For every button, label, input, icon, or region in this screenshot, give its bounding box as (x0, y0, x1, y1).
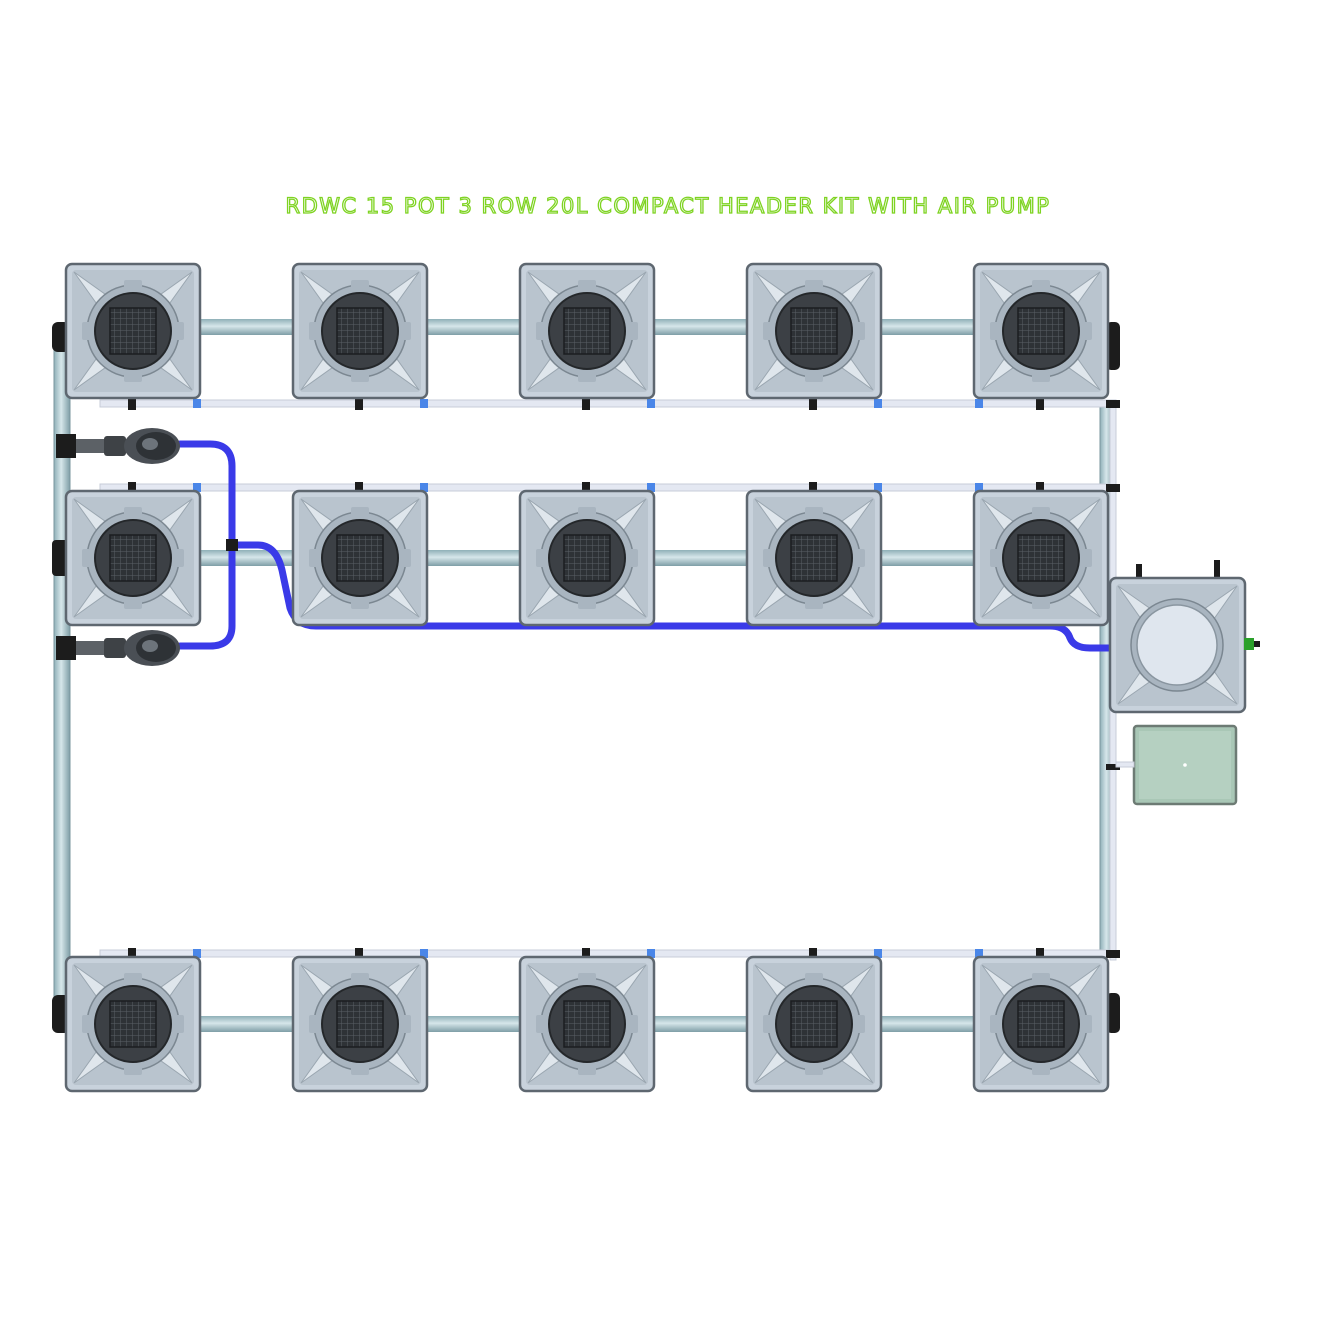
pot-top-2 (291, 262, 429, 400)
diagram-title: RDWC 15 POT 3 ROW 20L COMPACT HEADER KIT… (285, 193, 1051, 218)
water-pump-icon (56, 630, 180, 666)
return-tube-top (99, 399, 1111, 408)
pot-middle-2 (291, 489, 429, 627)
pot-top-3 (518, 262, 656, 400)
water-pump-icon (56, 428, 180, 464)
tube-fittings (193, 399, 983, 958)
line-connector (226, 539, 238, 551)
pot-middle-1 (64, 489, 202, 627)
pot-middle-5 (972, 489, 1110, 627)
pot-top-4 (745, 262, 883, 400)
tube-clips (128, 398, 1120, 960)
pot-bottom-2 (291, 955, 429, 1093)
elbow-fitting (1106, 322, 1120, 370)
pot-middle-4 (745, 489, 883, 627)
air-pump-icon (1132, 724, 1238, 806)
pot-bottom-3 (518, 955, 656, 1093)
pot-top-5 (972, 262, 1110, 400)
pot-bottom-5 (972, 955, 1110, 1093)
elbow-fitting (1106, 993, 1120, 1033)
pot-top-1 (64, 262, 202, 400)
pot-bottom-1 (64, 955, 202, 1093)
air-tube (1115, 761, 1135, 768)
pot-middle-3 (518, 489, 656, 627)
control-bucket-icon (1108, 560, 1260, 714)
pot-bottom-4 (745, 955, 883, 1093)
left-manifold-pipe (53, 329, 71, 1021)
